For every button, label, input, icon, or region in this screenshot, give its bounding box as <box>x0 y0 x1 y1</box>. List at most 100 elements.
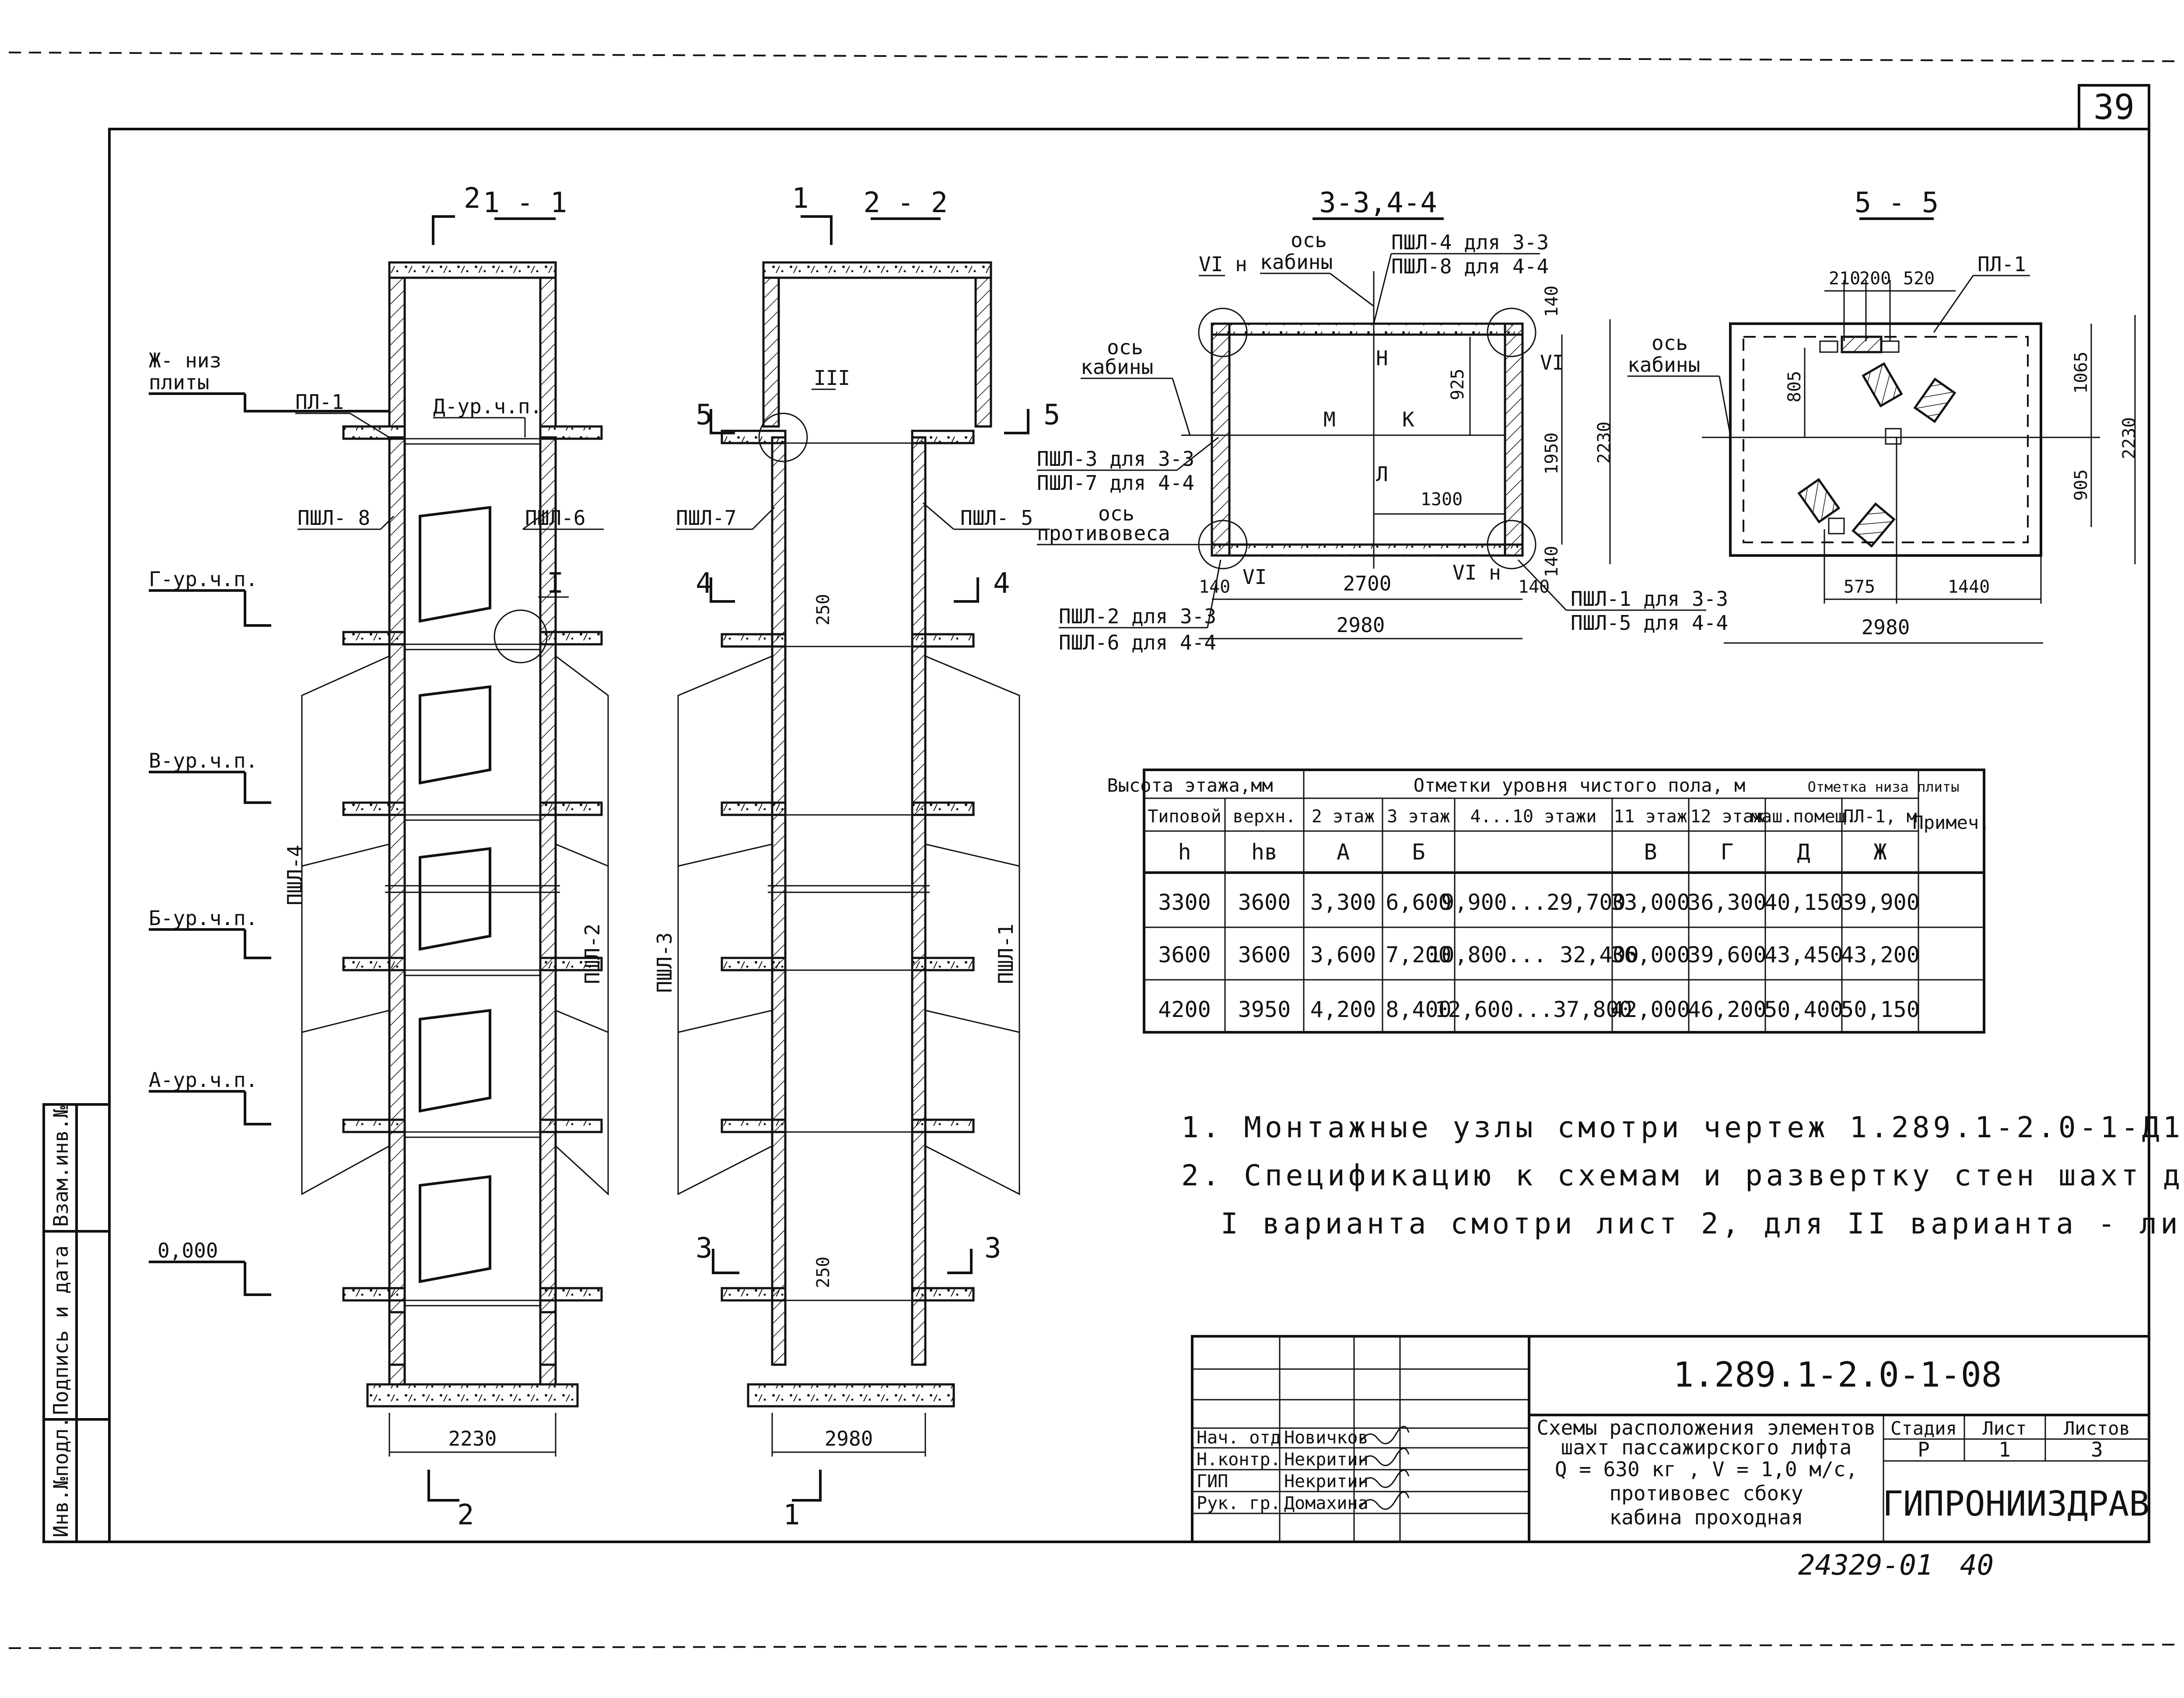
floor-slab <box>539 801 603 816</box>
label-axis-cab-left: ось <box>1107 335 1143 359</box>
label-p3: ПШЛ-3 для 3-3 <box>1037 447 1194 471</box>
label-pshl3: ПШЛ-3 <box>653 933 676 993</box>
label-pshl7: ПШЛ-7 <box>676 506 736 530</box>
table-cell: 7,200 <box>1386 942 1452 968</box>
signer-role: Н.контр. <box>1197 1450 1281 1470</box>
mark-3-left: 3 <box>696 1232 713 1265</box>
door-opening <box>419 847 491 951</box>
label-node-3: III <box>814 366 850 390</box>
title-line-1: Схемы расположения элементов <box>1536 1416 1876 1439</box>
signature <box>1360 1491 1410 1510</box>
dim-925: 925 <box>1448 369 1468 400</box>
cut-mark-top-2: 2 <box>464 182 481 215</box>
width-dim-2230: 2230 <box>448 1427 497 1450</box>
sheet-number-box <box>2078 84 2150 130</box>
door-opening <box>419 1175 491 1283</box>
floor-slab <box>721 633 787 648</box>
sheet-number: 39 <box>2093 88 2135 127</box>
dim-575: 575 <box>1844 577 1875 597</box>
stage-header: Стадия <box>1890 1418 1957 1439</box>
cut-mark-bottom-1: 1 <box>783 1499 800 1531</box>
table-cell: 3600 <box>1238 890 1291 915</box>
mark-5-right: 5 <box>1043 399 1060 431</box>
table-cell: 9,900...29,700 <box>1441 890 1625 915</box>
label-pl1: ПЛ-1 <box>295 390 344 414</box>
dim-200: 200 <box>1859 269 1891 289</box>
table-col-header: 2 этаж <box>1312 807 1375 827</box>
sheet-value: 1 <box>1998 1438 2011 1461</box>
label-pshl6: ПШЛ-6 <box>525 506 585 530</box>
floor-slab <box>342 631 406 646</box>
label-pshl8: ПШЛ- 8 <box>298 506 370 530</box>
door-opening <box>419 1009 491 1113</box>
signer-role: Рук. гр. <box>1197 1493 1281 1513</box>
table-cell: 6,600 <box>1386 890 1452 915</box>
section-3-3-title: 3-3,4-4 <box>1319 187 1437 219</box>
title-line-5: кабина проходная <box>1609 1506 1803 1529</box>
door-opening <box>419 506 491 623</box>
table-col-header: ПЛ-1, м <box>1843 807 1917 827</box>
label-axis-cw-2: противовеса <box>1037 521 1170 545</box>
table-cell: 39,900 <box>1841 890 1920 915</box>
table-col-symbol: Д <box>1797 839 1810 865</box>
label-p5: ПШЛ-5 для 4-4 <box>1571 611 1728 635</box>
drawing-frame <box>108 128 2150 1543</box>
table-cell: 36,300 <box>1687 890 1767 915</box>
label-axis-cw: ось <box>1098 502 1134 525</box>
label-pl1-plan: ПЛ-1 <box>1978 252 2026 276</box>
top-cut-line <box>8 52 2175 62</box>
table-col-header: верхн. <box>1233 807 1296 827</box>
table-cell: 43,450 <box>1764 942 1843 968</box>
floor-slab <box>911 801 975 816</box>
label-vi-h-1: VI н <box>1199 252 1247 276</box>
label-vi-h-2: VI н <box>1452 561 1501 584</box>
label-pshl1: ПШЛ-1 <box>994 924 1018 984</box>
notes: 1. Монтажные узлы смотри чертеж 1.289.1-… <box>1181 1111 2184 1240</box>
dim-2980-55: 2980 <box>1862 615 1910 639</box>
table-col-symbol: Г <box>1720 839 1733 865</box>
table-cell: 33,000 <box>1611 890 1690 915</box>
cut-mark-top-1: 1 <box>792 182 809 215</box>
door-opening <box>419 685 491 785</box>
label-node-1: I <box>547 567 564 600</box>
table-cell: 8,400 <box>1386 997 1452 1022</box>
dim-250-top: 250 <box>813 594 833 625</box>
dim-2230-plan: 2230 <box>1594 422 1614 464</box>
level-zh: Ж- низ <box>149 349 221 372</box>
dim-1440: 1440 <box>1948 577 1990 597</box>
floor-slab <box>539 957 603 971</box>
mark-m: М <box>1323 408 1336 431</box>
sheet-header: Лист <box>1982 1418 2026 1439</box>
stamp-vzam-inv: Взам.инв.№ <box>49 1106 73 1227</box>
mark-n: Н <box>1376 346 1388 370</box>
section-5-5-title: 5 - 5 <box>1855 187 1939 219</box>
cut-mark-bottom-2: 2 <box>457 1499 474 1531</box>
signer-name: Некритин <box>1284 1450 1368 1470</box>
title-line-2: шахт пассажирского лифта <box>1561 1436 1852 1459</box>
dim-140-a: 140 <box>1542 286 1562 317</box>
dim-520: 520 <box>1903 269 1935 289</box>
level-v: В-ур.ч.п. <box>149 749 258 772</box>
table-cell: 42,000 <box>1611 997 1690 1022</box>
section-11-d-level: Д-ур.ч.п. <box>433 395 542 418</box>
dim-805: 805 <box>1785 371 1805 402</box>
footer-code: 24329-01 <box>1798 1549 1933 1582</box>
table-h-slab: Отметка низа плиты <box>1808 779 1960 795</box>
stamp-signature-date: Подпись и дата <box>49 1245 73 1415</box>
table-col-symbol: Ж <box>1873 839 1886 865</box>
table-cell: 3300 <box>1158 890 1211 915</box>
signature <box>1360 1469 1410 1488</box>
dim-250-bottom: 250 <box>813 1257 833 1288</box>
title-line-4: противовес сбоку <box>1609 1481 1803 1505</box>
label-vi-1: VI <box>1540 351 1564 374</box>
table-h-height: Высота этажа,мм <box>1107 775 1273 796</box>
organization: ГИПРОНИИЗДРАВ <box>1883 1485 2149 1524</box>
signature <box>1360 1447 1410 1466</box>
level-zh-2: плиты <box>149 370 209 394</box>
table-cell: 50,150 <box>1841 997 1920 1022</box>
table-col-header: Типовой <box>1148 807 1222 827</box>
signer-name: Домахина <box>1284 1493 1368 1513</box>
section-5-5: 5 - 5 210 200 520 ПЛ-1 805 1065 905 2230… <box>1628 187 2139 644</box>
